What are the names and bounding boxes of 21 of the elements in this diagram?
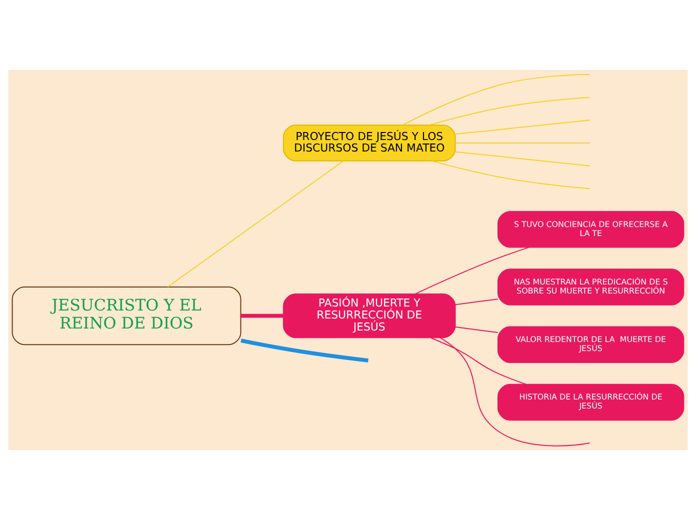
connector (455, 151, 590, 166)
node-box: VALOR REDENTOR DE LA MUERTE DE JESÚS (497, 326, 684, 363)
connector (428, 96, 590, 126)
node-box: NAS MUESTRAN LA PREDICACIÓN DE S SOBRE SU MUERTE Y RESURRECCIÓN (497, 268, 684, 306)
connector (414, 246, 530, 294)
node-box: PROYECTO DE JESÚS Y LOS DISCURSOS DE SAN MATEO (282, 124, 456, 162)
connector (455, 142, 590, 144)
node-box: S TUVO CONCIENCIA DE OFRECERSE A LA TE (497, 211, 684, 248)
connector (402, 74, 590, 126)
connector (455, 120, 590, 135)
connector (240, 314, 284, 318)
connector (240, 338, 368, 362)
connector (167, 160, 344, 288)
node-box: JESUCRISTO Y EL REINO DE DIOS (12, 286, 242, 346)
connector (455, 298, 498, 306)
connector (431, 160, 590, 190)
connector (430, 337, 526, 385)
node-box: HISTORIA DE LA RESURRECCIÓN DE JESÚS (497, 384, 684, 421)
node-box: PASIÓN ,MUERTE Y RESURRECCIÓN DE JESÚS (282, 293, 456, 338)
connector (440, 337, 590, 446)
connector (455, 326, 498, 334)
